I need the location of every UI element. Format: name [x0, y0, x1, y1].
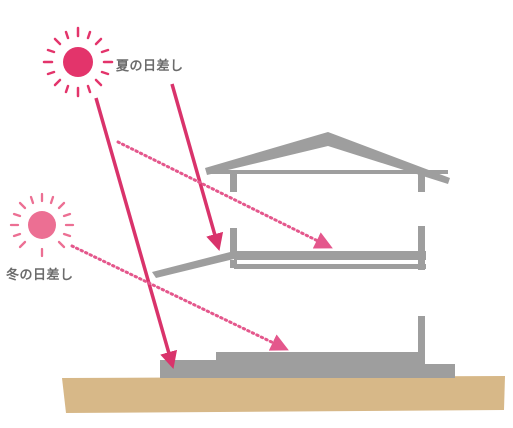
second-floor-slab	[234, 251, 426, 260]
summer-sun-icon	[42, 26, 114, 98]
foundation-step	[160, 360, 220, 366]
lower-wall-left-top	[230, 260, 237, 268]
summer-ray-upper	[170, 83, 224, 252]
lower-wall-right	[418, 316, 425, 372]
upper-wall-right-top	[418, 174, 425, 192]
summer-ray-lower	[94, 97, 178, 370]
upper-wall-left-bottom	[230, 228, 237, 252]
upper-wall-right-bottom	[418, 226, 425, 270]
house-roof-eave	[208, 170, 448, 174]
summer-sun-label: 夏の日差し	[116, 59, 184, 74]
upper-wall-left-top	[230, 174, 237, 192]
winter-ray-upper	[116, 140, 333, 249]
winter-ray-lower	[70, 244, 289, 351]
winter-sun-icon	[9, 192, 75, 258]
second-floor-floor	[234, 264, 426, 269]
ground	[62, 376, 505, 413]
house-roof	[205, 132, 450, 184]
foundation	[160, 364, 455, 378]
winter-sun-label: 冬の日差し	[6, 268, 74, 283]
ground-floor-slab	[216, 352, 420, 364]
second-floor-eave	[152, 251, 234, 278]
house	[152, 132, 455, 378]
